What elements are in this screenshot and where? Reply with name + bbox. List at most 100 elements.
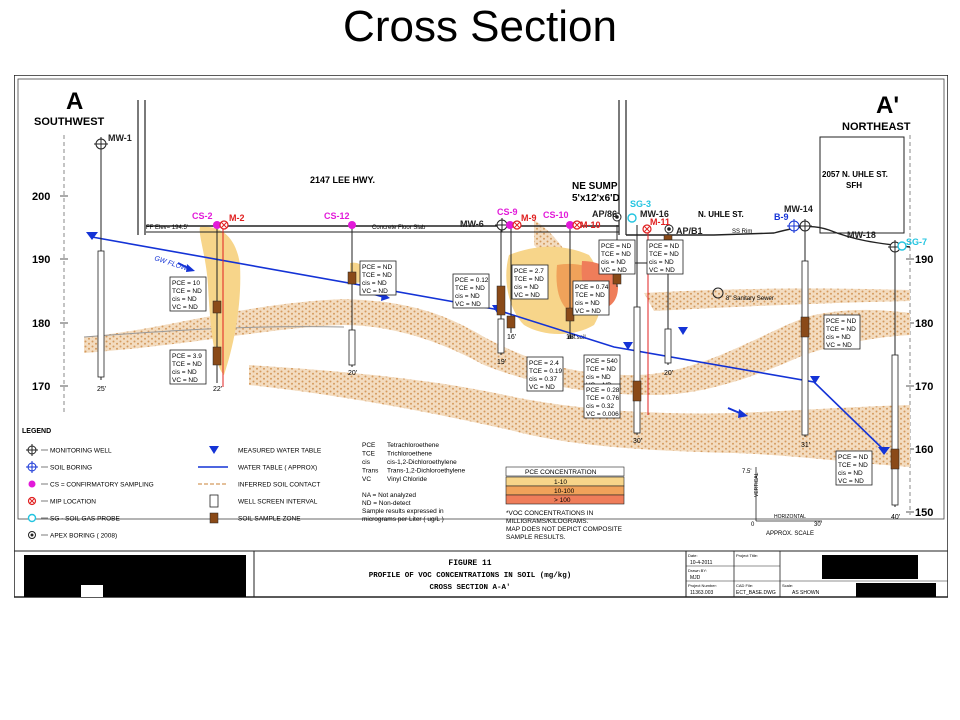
cs10-label: CS-10 <box>543 210 569 220</box>
scale-title: APPROX. SCALE <box>766 531 814 537</box>
sample-box-line: cis = ND <box>455 293 480 300</box>
well-screen-interval <box>633 306 641 434</box>
ff-elev-label: FF Elev= 194.5' <box>146 225 188 231</box>
soil-sample-zone <box>212 300 222 314</box>
mw6-label: MW-6 <box>460 219 484 229</box>
sample-box-line: PCE = ND <box>362 264 392 271</box>
depth-label: 22' <box>213 386 222 393</box>
drawing-inner-frame <box>17 78 945 520</box>
depth-label: 31' <box>801 442 810 449</box>
well-screen-interval <box>497 318 505 354</box>
sample-box-line: cis = 0.32 <box>586 403 614 410</box>
depth-labels: 25'22'20'19'16'18'30'20'31'40' <box>97 334 900 521</box>
sample-box-line: cis = ND <box>575 300 600 307</box>
mw14-marker <box>798 219 812 233</box>
sample-box-line: PCE = ND <box>649 243 679 250</box>
sample-box-line: PCE = 3.9 <box>172 353 202 360</box>
legend-note: NA = Not analyzed <box>362 492 416 499</box>
cs2-label: CS-2 <box>192 211 213 221</box>
m9-marker <box>512 220 522 230</box>
well-screen-interval <box>801 260 809 436</box>
elevation-label-right: 160 <box>915 444 933 456</box>
sample-box-line: VC = ND <box>172 377 198 384</box>
sample-box-line: TCE = ND <box>586 366 616 373</box>
cad-file-label: CAD File: <box>736 583 753 588</box>
pce-legend-title: PCE CONCENTRATION <box>525 469 597 476</box>
address-label: 2147 LEE HWY. <box>310 175 375 185</box>
legend-item-col2-2: INFERRED SOIL CONTACT <box>198 482 320 489</box>
sample-box-line: cis = ND <box>586 374 611 381</box>
legend-item-mw: MONITORING WELL <box>26 444 112 456</box>
sample-box-line: VC = ND <box>514 292 540 299</box>
well-9 <box>800 225 810 437</box>
end-a-direction: SOUTHWEST <box>34 116 105 128</box>
soil-layer-upper <box>84 299 910 395</box>
legend-label: SG - SOIL GAS PROBE <box>50 516 120 523</box>
apb1-label: AP/B1 <box>676 226 703 236</box>
well-3 <box>496 227 506 355</box>
mw18-marker <box>888 240 902 254</box>
sample-box-line: TCE = ND <box>455 285 485 292</box>
redacted-project-logo-box <box>856 583 936 597</box>
sample-box-line: cis = 0.37 <box>529 376 557 383</box>
well-2 <box>347 225 357 367</box>
sample-box-line: VC = ND <box>838 478 864 485</box>
abbr-key: TCE <box>362 451 376 458</box>
pce-range-label: > 100 <box>554 497 571 504</box>
elevation-label-right: 170 <box>915 381 933 393</box>
sample-box-line: TCE = ND <box>575 292 605 299</box>
sample-box-line: cis = ND <box>838 470 863 477</box>
legend-footnote: MILLIGRAMS/KILOGRAMS. <box>506 518 589 525</box>
slide-title: Cross Section <box>343 2 617 51</box>
m11-marker <box>642 224 652 234</box>
abbr-value: Trans-1,2-Dichloroethylene <box>387 468 466 475</box>
sample-box-line: PCE = 0.12 <box>455 277 489 284</box>
scale-value: AS SHOWN <box>792 590 820 596</box>
scale-vertical-label: VERTICAL <box>754 472 760 497</box>
cs9-marker <box>506 221 514 229</box>
project-number-label: Project Number: <box>688 583 717 588</box>
scale-vertical-value: 7.5' <box>742 469 752 475</box>
sample-box-line: TCE = ND <box>172 288 202 295</box>
figure-number: FIGURE 11 <box>448 559 491 568</box>
legend-label: SOIL BORING <box>50 465 92 472</box>
sample-box-line: VC = ND <box>362 288 388 295</box>
sample-box-line: VC = ND <box>601 267 627 274</box>
sample-box-line: VC = ND <box>826 342 852 349</box>
mw14-label: MW-14 <box>784 204 813 214</box>
scale-horizontal-value: 30' <box>814 522 822 528</box>
legend-label: APEX BORING ( 2008) <box>50 533 117 540</box>
sg7-marker <box>897 241 907 251</box>
apb1-marker <box>664 224 674 234</box>
legend-footnote: *VOC CONCENTRATIONS IN <box>506 510 594 517</box>
cs9-label: CS-9 <box>497 207 518 217</box>
sfh-label: SFH <box>846 181 862 190</box>
abbr-value: Trichloroethene <box>387 451 432 458</box>
redacted-logo-box <box>24 555 246 597</box>
scale-horizontal-zero: 0 <box>751 522 755 528</box>
figure-title-line1: PROFILE OF VOC CONCENTRATIONS IN SOIL (m… <box>369 572 572 580</box>
pce-range-swatch: 1-10 <box>505 476 625 487</box>
mw6-marker <box>495 218 509 232</box>
depth-label: 40' <box>891 514 900 521</box>
abbr-key: Trans <box>362 468 379 475</box>
abbr-key: PCE <box>362 442 376 449</box>
sample-box-line: cis = ND <box>601 259 626 266</box>
scale-label: Scale: <box>782 583 793 588</box>
cs12-label: CS-12 <box>324 211 350 221</box>
sample-box-line: VC = ND <box>529 384 555 391</box>
legend-item-cs: CS = CONFIRMATORY SAMPLING <box>28 480 154 489</box>
legend-label: SOIL SAMPLE ZONE <box>238 516 301 523</box>
well-10 <box>890 245 900 507</box>
depth-label: 20' <box>348 370 357 377</box>
abbr-key: VC <box>362 476 371 483</box>
legend-label: MEASURED WATER TABLE <box>238 448 322 455</box>
